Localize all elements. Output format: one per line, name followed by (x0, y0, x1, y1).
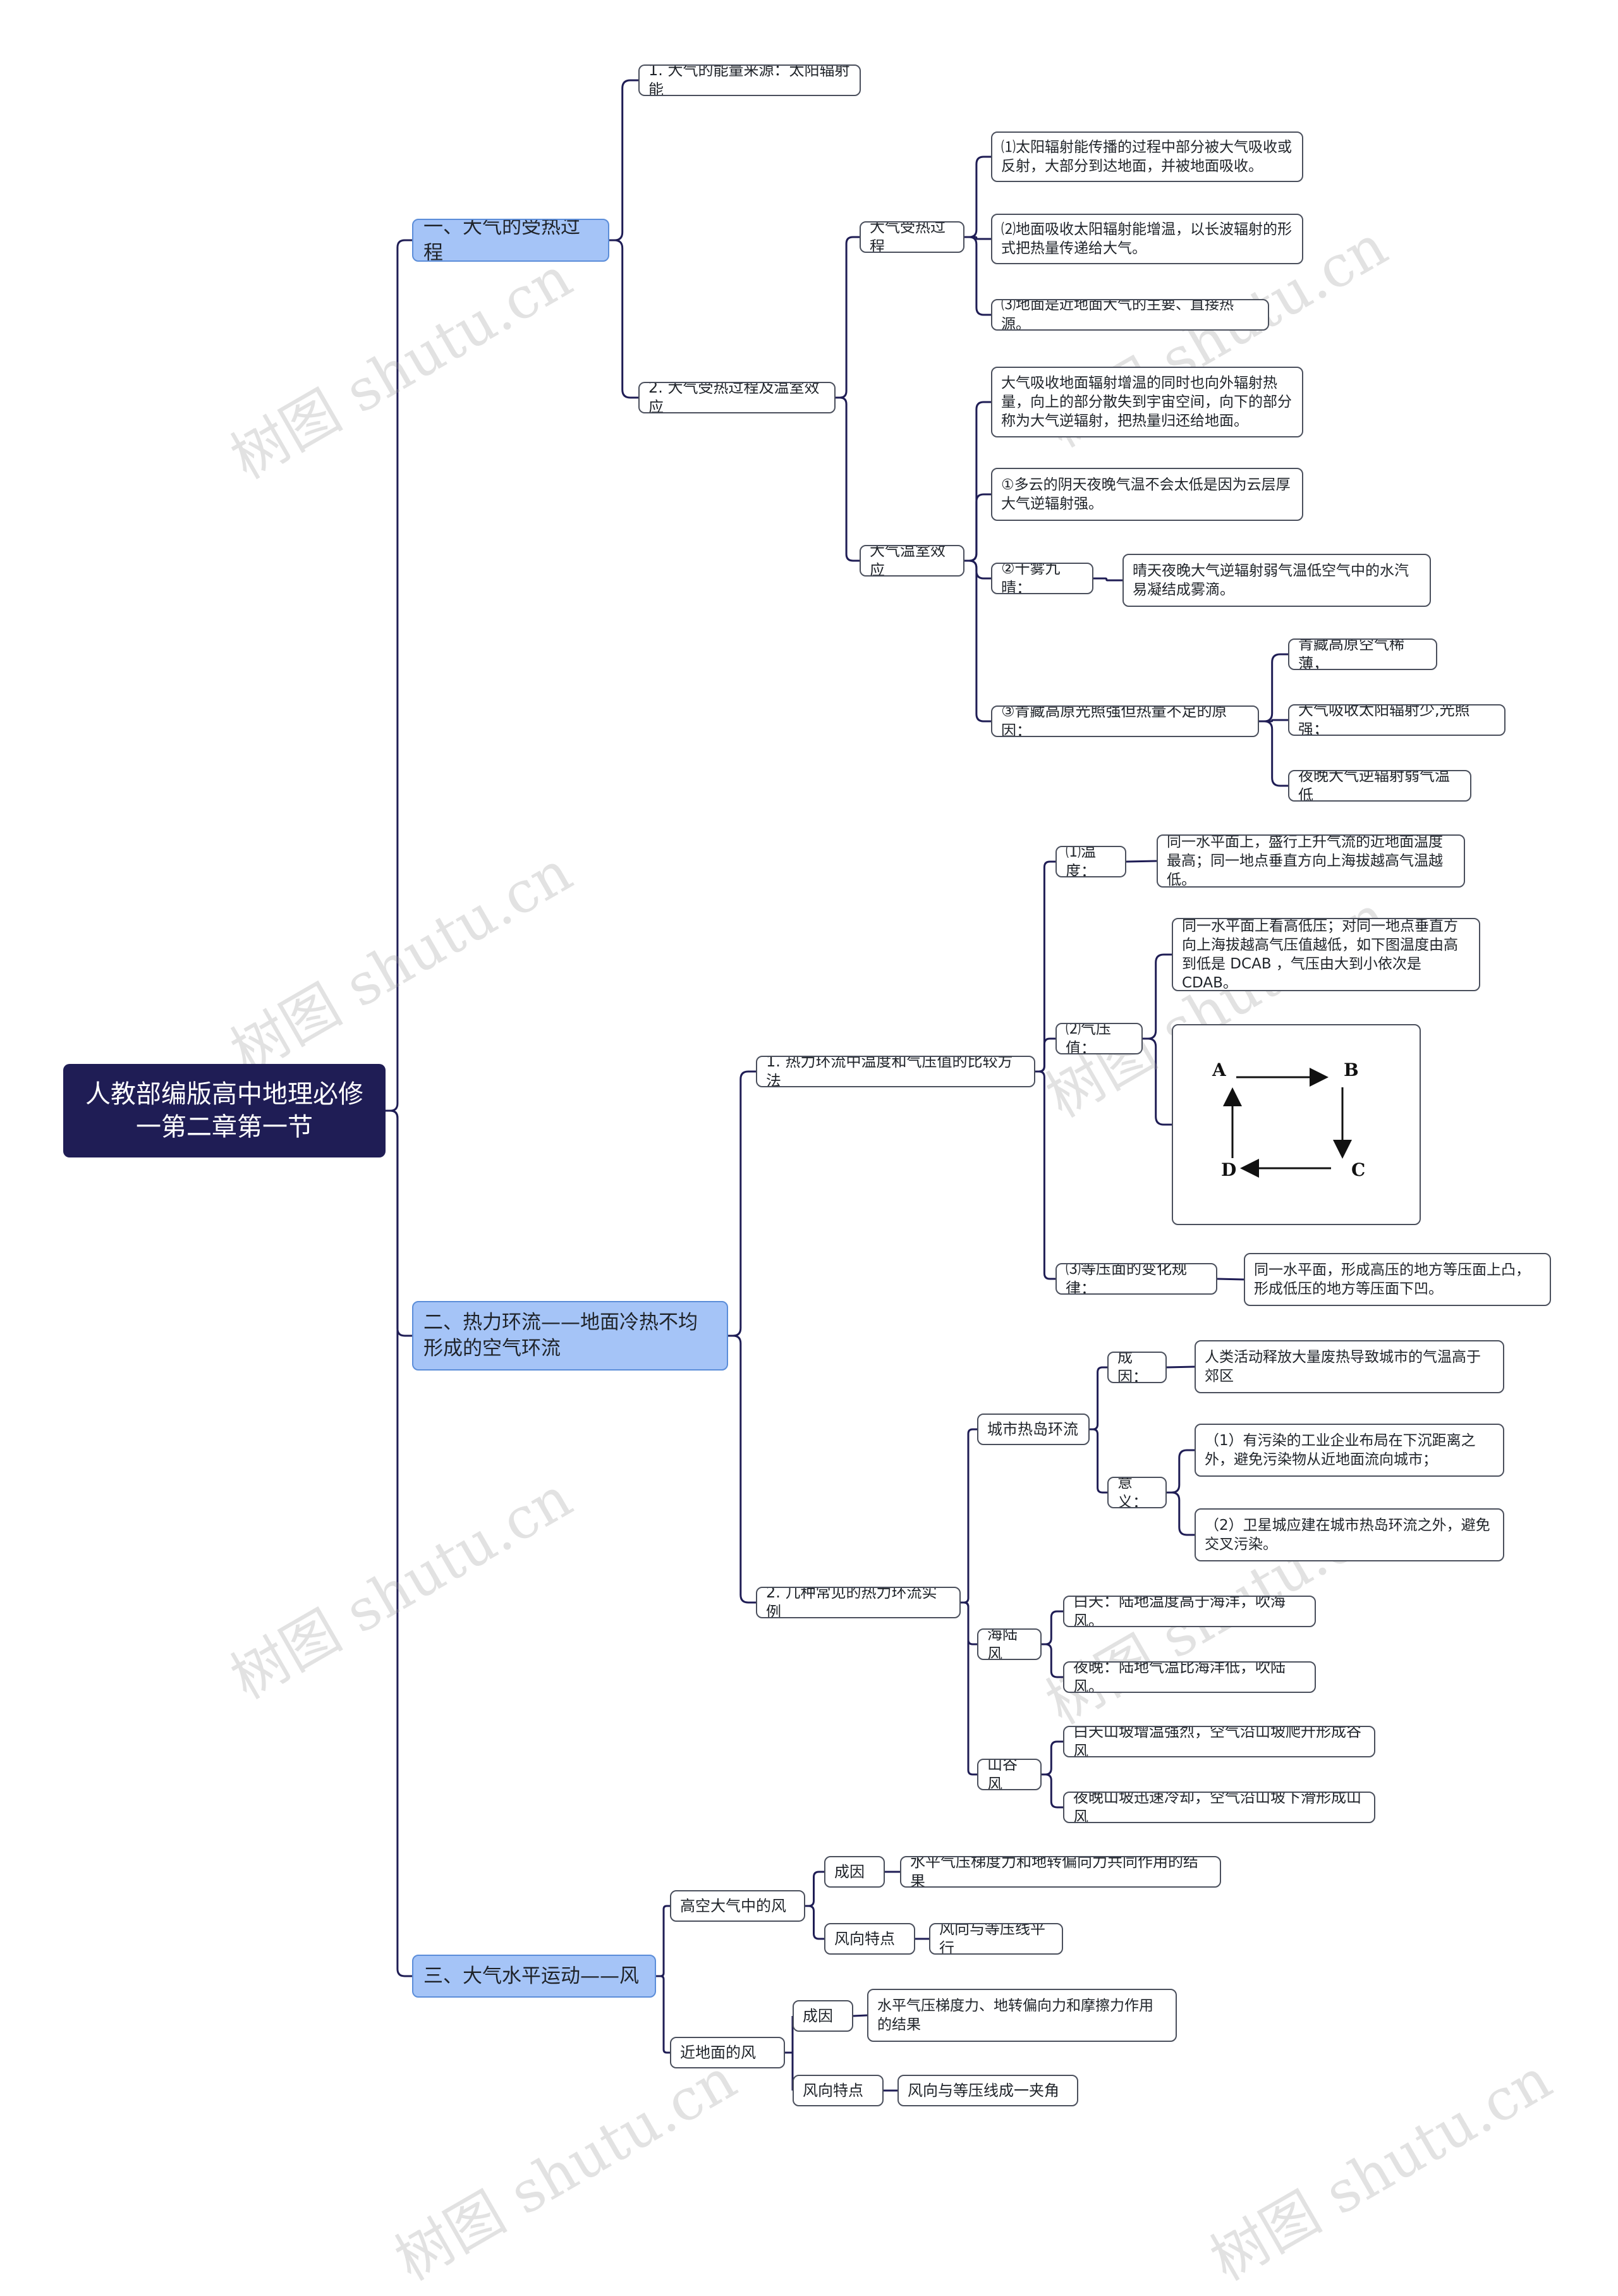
connector-line (964, 401, 991, 562)
node-tibet-plateau[interactable]: ③青藏高原光照强但热量不足的原因： (991, 705, 1259, 737)
node-comparison-method[interactable]: 1. 热力环流中温度和气压值的比较方法 (756, 1056, 1035, 1087)
connector-line (1042, 1773, 1063, 1809)
connector-line (1143, 1037, 1172, 1126)
connector-line (728, 1334, 756, 1604)
leaf-cloudy-night[interactable]: ①多云的阴天夜晚气温不会太低是因为云层厚大气逆辐射强。 (991, 468, 1303, 521)
connector-line (836, 236, 860, 399)
leaf-fog-detail[interactable]: 晴天夜晚大气逆辐射弱气温低空气中的水汽易凝结成雾滴。 (1122, 554, 1431, 607)
node-wind-direction[interactable]: 风向特点 (793, 2075, 884, 2106)
node-significance[interactable]: 意义： (1107, 1477, 1167, 1508)
connector-line (805, 1871, 824, 1907)
leaf-pressure-rule[interactable]: 同一水平面上看高低压；对同一地点垂直方向上海拔越高气压值越低，如下图温度由高到低… (1172, 918, 1480, 991)
leaf-valley-breeze-day[interactable]: 白天山坡增温强烈，空气沿山坡爬升形成谷风 (1063, 1726, 1375, 1757)
root-node[interactable]: 人教部编版高中地理必修一第二章第一节 (63, 1064, 386, 1157)
connector-line (1126, 860, 1157, 863)
connector-line (1093, 577, 1122, 582)
leaf-counter-radiation[interactable]: 大气吸收地面辐射增温的同时也向外辐射热量，向上的部分散失到宇宙空间，向下的部分称… (991, 367, 1303, 437)
node-energy-source[interactable]: 1. 大气的能量来源：太阳辐射能 (638, 64, 861, 96)
connector-line (964, 559, 991, 723)
leaf-tibet-reason[interactable]: 夜晚大气逆辐射弱气温低 (1288, 770, 1471, 802)
connector-line (785, 2051, 794, 2091)
leaf-heating-step[interactable]: ⑵地面吸收太阳辐射能增温，以长波辐射的形式把热量传递给大气。 (991, 214, 1303, 264)
leaf-significance-item[interactable]: （2）卫星城应建在城市热岛环流之外，避免交叉污染。 (1195, 1508, 1504, 1561)
node-greenhouse-effect[interactable]: 大气温室效应 (860, 545, 964, 577)
node-cause[interactable]: 成因 (824, 1856, 885, 1888)
leaf-upper-wind-direction[interactable]: 风向与等压线平行 (929, 1923, 1063, 1955)
leaf-upper-wind-cause[interactable]: 水平气压梯度力和地转偏向力共同作用的结果 (900, 1856, 1221, 1888)
leaf-isobar-rule[interactable]: 同一水平面，形成高压的地方等压面上凸，形成低压的地方等压面下凹。 (1244, 1253, 1551, 1306)
node-surface-wind[interactable]: 近地面的风 (670, 2037, 785, 2068)
connector-line (386, 1109, 412, 1977)
leaf-significance-item[interactable]: （1）有污染的工业企业布局在下沉距离之外，避免污染物从近地面流向城市； (1195, 1424, 1504, 1477)
node-heating-greenhouse[interactable]: 2. 大气受热过程及温室效应 (638, 382, 836, 413)
leaf-temperature-rule[interactable]: 同一水平面上，盛行上升气流的近地面温度最高；同一地点垂直方向上海拔越高气温越低。 (1157, 834, 1465, 888)
leaf-tibet-reason[interactable]: 大气吸收太阳辐射少,光照强； (1288, 704, 1505, 736)
node-cause[interactable]: 成因： (1107, 1352, 1167, 1383)
circulation-diagram: A B C D (1212, 1059, 1365, 1180)
mind-map: 树图 shutu.cn 树图 shutu.cn 树图 shutu.cn 树图 s… (63, 64, 1562, 2293)
leaf-surface-wind-cause[interactable]: 水平气压梯度力、地转偏向力和摩擦力作用的结果 (867, 1989, 1177, 2042)
node-upper-air-wind[interactable]: 高空大气中的风 (670, 1890, 805, 1922)
node-circulation-examples[interactable]: 2. 几种常见的热力环流实例 (756, 1587, 961, 1618)
node-heating-process[interactable]: 大气受热过程 (860, 221, 964, 253)
connector-line (656, 1975, 670, 2054)
connector-line (836, 396, 860, 562)
leaf-mountain-breeze-night[interactable]: 夜晚山坡迅速冷却，空气沿山坡下滑形成山风 (1063, 1792, 1375, 1823)
connector-line (386, 239, 412, 1112)
connector-line (386, 1109, 412, 1337)
connector-line (1035, 1037, 1055, 1073)
connector-line (805, 1905, 824, 1940)
connector-lines (386, 79, 1288, 2092)
connector-line (728, 1070, 756, 1337)
connector-line (1090, 1428, 1107, 1494)
connector-line (1042, 1643, 1063, 1678)
branch-thermal-circulation[interactable]: 二、热力环流——地面冷热不均形成的空气环流 (412, 1301, 728, 1371)
leaf-heating-step[interactable]: ⑶地面是近地面大气的主要、直接热源。 (991, 299, 1269, 331)
connector-line (1259, 720, 1288, 787)
connector-line (1042, 1740, 1063, 1776)
leaf-heat-island-cause[interactable]: 人类活动释放大量废热导致城市的气温高于郊区 (1195, 1340, 1504, 1393)
leaf-land-breeze-night[interactable]: 夜晚：陆地气温比海洋低，吹陆风。 (1063, 1661, 1316, 1693)
connector-line (964, 236, 991, 240)
connector-line (1143, 953, 1172, 1040)
node-isobar[interactable]: ⑶等压面的变化规律： (1055, 1263, 1217, 1295)
node-cause[interactable]: 成因 (793, 2000, 853, 2032)
node-mountain-valley-breeze[interactable]: 山谷风 (977, 1759, 1042, 1790)
node-sea-land-breeze[interactable]: 海陆风 (977, 1628, 1042, 1660)
connector-line (961, 1601, 977, 1776)
leaf-tibet-reason[interactable]: 青藏高原空气稀薄， (1288, 638, 1437, 670)
connector-line (785, 2016, 794, 2054)
connector-line (853, 2014, 868, 2017)
connector-line (964, 236, 991, 316)
connector-line (1259, 653, 1288, 723)
node-pressure[interactable]: ⑵气压值： (1055, 1023, 1143, 1054)
connector-line (609, 239, 638, 399)
point-c-label: C (1351, 1159, 1365, 1180)
node-temperature[interactable]: ⑴温度： (1055, 846, 1126, 877)
connector-line (1167, 1449, 1195, 1494)
connector-line (964, 559, 991, 580)
connector-line (961, 1428, 977, 1604)
connector-line (1090, 1366, 1107, 1431)
connector-line (1259, 719, 1288, 723)
node-fog-sunny[interactable]: ②十雾九晴： (991, 563, 1093, 594)
leaf-sea-breeze-day[interactable]: 白天：陆地温度高于海洋，吹海风。 (1063, 1596, 1316, 1627)
node-wind-direction[interactable]: 风向特点 (824, 1923, 915, 1955)
leaf-surface-wind-direction[interactable]: 风向与等压线成一夹角 (897, 2075, 1078, 2106)
connector-line (1042, 1610, 1063, 1646)
connector-line (656, 1905, 670, 1977)
point-a-label: A (1212, 1059, 1227, 1080)
connector-line (1035, 1070, 1055, 1280)
point-d-label: D (1221, 1159, 1236, 1180)
connector-line (964, 156, 991, 238)
branch-horizontal-wind[interactable]: 三、大气水平运动——风 (412, 1955, 656, 1998)
node-urban-heat-island[interactable]: 城市热岛环流 (977, 1414, 1090, 1445)
connector-line (609, 79, 638, 241)
point-b-label: B (1344, 1059, 1359, 1080)
leaf-heating-step[interactable]: ⑴太阳辐射能传播的过程中部分被大气吸收或反射，大部分到达地面，并被地面吸收。 (991, 131, 1303, 182)
connector-line (964, 493, 991, 562)
branch-atmosphere-heating[interactable]: 一、大气的受热过程 (412, 219, 609, 262)
pressure-diagram: A B C D (1172, 1024, 1421, 1225)
connector-line (1167, 1491, 1195, 1536)
